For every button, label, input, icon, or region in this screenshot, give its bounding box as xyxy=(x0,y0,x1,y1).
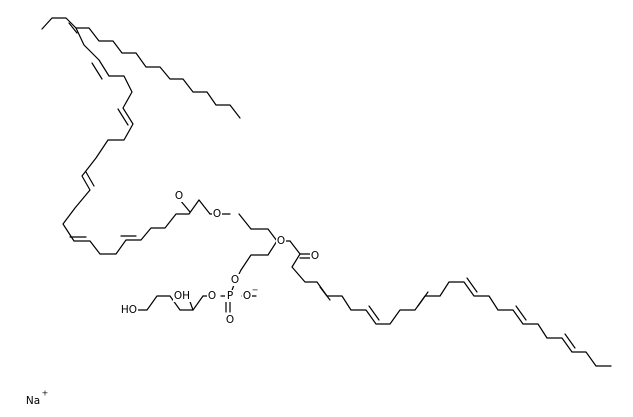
sn1-acyl-chain xyxy=(41,17,241,255)
ester2-carbonyl-oxygen-label: O xyxy=(311,250,319,262)
phosphate-double-oxygen-label: O xyxy=(226,314,234,326)
sn2-acyl-chain xyxy=(289,240,612,367)
phosphorus-label: P xyxy=(227,290,233,302)
phosphate-oxygen-anion-label: O xyxy=(243,290,251,302)
ester2-oxygen-label: O xyxy=(277,235,285,247)
phosphate-headgroup-oxygen-label: O xyxy=(208,290,216,302)
phosphate-oxygen-label: O xyxy=(231,274,239,286)
ester-oxygen-label: O xyxy=(213,208,221,220)
headgroup-hydroxyl-label: OH xyxy=(174,290,190,302)
carbonyl-oxygen-label: O xyxy=(175,190,183,202)
sodium-label: Na xyxy=(26,395,40,407)
headgroup-primary-hydroxyl-label: HO xyxy=(121,304,137,316)
sodium-charge-label: + xyxy=(42,389,49,398)
phosphate-charge-label: − xyxy=(252,286,259,295)
atom-labels: O O O O O P O − O O OH HO Na + xyxy=(26,190,320,407)
